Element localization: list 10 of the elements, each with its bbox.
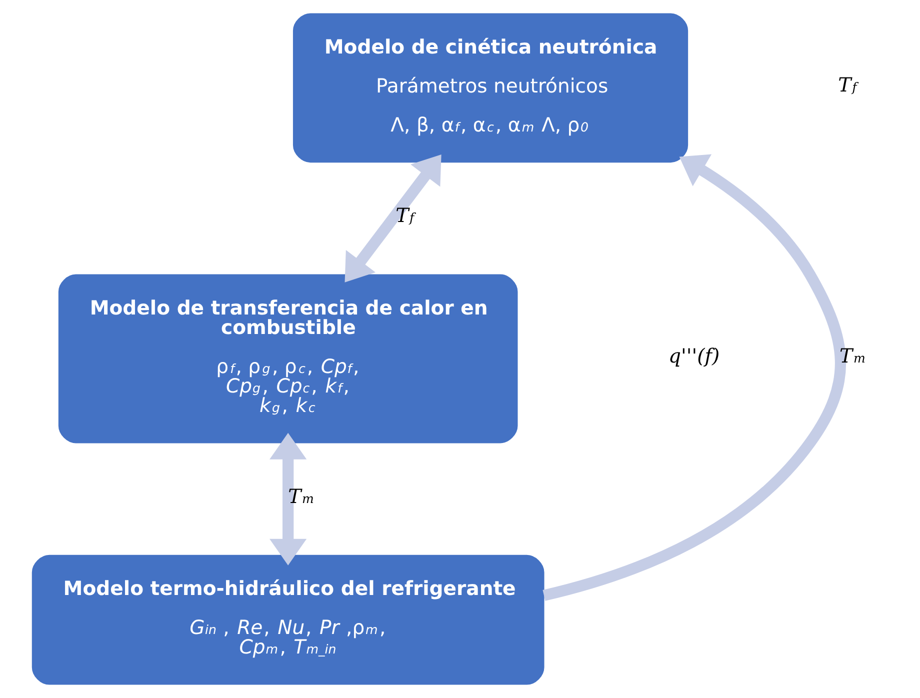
edge-label: Tf — [395, 204, 414, 228]
arrow — [269, 432, 306, 566]
label: q'''(f) — [668, 344, 720, 368]
arrow — [542, 154, 846, 601]
node-box: Modelo de cinética neutrónica Parámetros neutrónicos Λ, β, αf, αc, αm Λ, ρ0 — [292, 13, 688, 163]
label: Tf — [838, 74, 856, 97]
node-box: Modelo termo-hidráulico del refrigerante Gin , Re, Nu, Pr ,ρm, Cpm, Tm_in — [31, 554, 544, 685]
arrow — [344, 154, 441, 282]
edge-label: Tm — [839, 344, 865, 368]
edge-label: Tm — [288, 484, 314, 508]
